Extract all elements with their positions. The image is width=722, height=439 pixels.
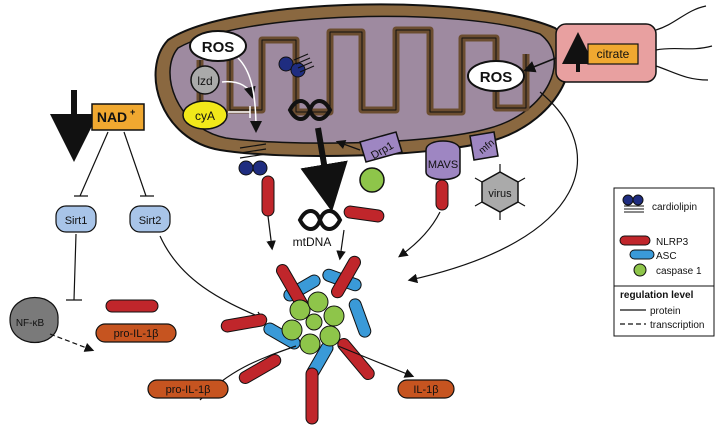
legend-transcription: transcription bbox=[650, 320, 704, 331]
sirt2-shape: Sirt2 bbox=[129, 205, 171, 233]
ros-inner-arrow bbox=[237, 57, 262, 133]
sirt1-shape: Sirt1 bbox=[55, 205, 97, 233]
inflammasome bbox=[220, 255, 375, 425]
cardiolipin-bottom bbox=[238, 143, 268, 176]
mfn-shape: mfn bbox=[469, 131, 499, 161]
ros-mito-bubble: ROS bbox=[189, 30, 247, 62]
legend-cardiolipin: cardiolipin bbox=[652, 202, 697, 213]
sirt1-inhibit bbox=[66, 233, 82, 301]
sirt1-label: Sirt1 bbox=[65, 215, 88, 227]
citrate-cell: citrate bbox=[555, 5, 713, 83]
mtdna-out: mtDNA bbox=[293, 209, 343, 249]
legend-asc: ASC bbox=[656, 251, 677, 262]
ros-cyto-label: ROS bbox=[480, 69, 513, 86]
pro-il1b-bottom-label: pro-IL-1β bbox=[166, 384, 211, 396]
cya-circle: cyA bbox=[182, 100, 228, 130]
mavs-shape: MAVS bbox=[425, 140, 461, 181]
nlrp3-mito bbox=[261, 175, 275, 217]
nad-to-sirt1 bbox=[74, 131, 109, 197]
nfkb-shape: NF-κB bbox=[9, 297, 59, 343]
virus-hexagon: virus bbox=[474, 164, 526, 220]
sirt2-inhibit bbox=[159, 235, 267, 325]
ros-cyto-bubble: ROS bbox=[467, 60, 525, 92]
nlrp3-nfkb bbox=[105, 299, 159, 313]
lzd-label: lzd bbox=[197, 74, 212, 88]
lzd-arrow bbox=[221, 80, 256, 99]
mtdna-in-mito bbox=[287, 99, 333, 121]
mavs-arrow bbox=[398, 211, 441, 258]
nlrp3-mtdna bbox=[343, 205, 385, 223]
cardiolipin-top bbox=[278, 53, 315, 78]
pro-il1b-top-label: pro-IL-1β bbox=[114, 328, 159, 340]
lzd-circle: lzd bbox=[190, 65, 220, 95]
cya-inhibit bbox=[228, 106, 251, 118]
legend: cardiolipin NLRP3 ASC caspase 1 regulati… bbox=[613, 187, 715, 337]
il1b-label: IL-1β bbox=[413, 384, 438, 396]
pro-il1b-bottom-box: pro-IL-1β bbox=[147, 379, 229, 399]
legend-regulation-title: regulation level bbox=[620, 290, 694, 301]
mitochondrion bbox=[154, 3, 571, 157]
pro-il1b-top-box: pro-IL-1β bbox=[95, 323, 177, 343]
mtdna-to-inflammasome bbox=[336, 229, 346, 261]
il1b-arrow bbox=[337, 345, 415, 378]
legend-nlrp3: NLRP3 bbox=[656, 237, 689, 248]
legend-protein: protein bbox=[650, 306, 681, 317]
nad-to-sirt2 bbox=[123, 131, 154, 197]
cya-label: cyA bbox=[195, 109, 215, 123]
nfkb-label: NF-κB bbox=[16, 318, 45, 329]
citrate-arrow bbox=[523, 57, 557, 73]
virus-label: virus bbox=[488, 188, 512, 200]
nad-label: NAD bbox=[97, 109, 127, 125]
mavs-label: MAVS bbox=[428, 159, 458, 171]
legend-caspase1: caspase 1 bbox=[656, 266, 702, 277]
nad-sup: + bbox=[130, 107, 135, 117]
mtdna-release-arrow bbox=[300, 127, 348, 212]
nfkb-transcription-arrow bbox=[49, 333, 95, 352]
drp1-arrow bbox=[335, 139, 361, 151]
citrate-label: citrate bbox=[597, 47, 630, 61]
mtdna-label: mtDNA bbox=[293, 235, 332, 249]
ros-mito-label: ROS bbox=[202, 39, 235, 56]
nlrp3-left-arrow bbox=[266, 215, 276, 251]
sirt2-label: Sirt2 bbox=[139, 215, 162, 227]
nad-box: NAD + bbox=[91, 103, 145, 131]
nlrp3-mavs bbox=[435, 179, 449, 211]
caspase-drp1 bbox=[359, 167, 385, 193]
il1b-box: IL-1β bbox=[397, 379, 455, 399]
ros-to-inflammasome bbox=[407, 91, 579, 284]
